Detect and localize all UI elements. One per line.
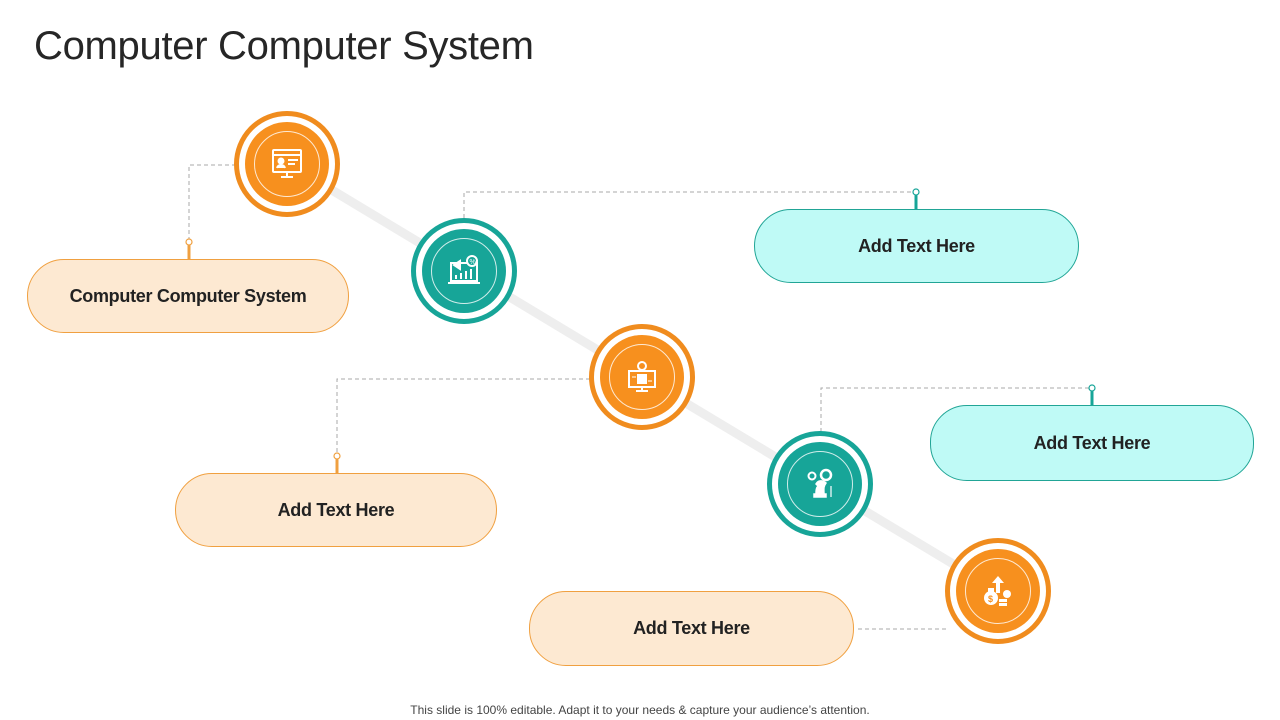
step-node-4 [767,431,873,537]
chess-strategy-icon [807,468,833,498]
svg-text:%: % [470,259,476,266]
text-box-2[interactable]: Add Text Here [754,209,1079,283]
text-box-2-label: Add Text Here [858,235,975,256]
text-box-5-label: Add Text Here [633,618,750,638]
connector-pin-1 [185,238,193,259]
footer-note: This slide is 100% editable. Adapt it to… [410,703,870,717]
text-box-4[interactable]: Add Text Here [930,405,1254,481]
page-title: Computer Computer System [34,24,534,68]
connector-4 [820,387,1092,432]
step-node-3 [589,324,695,430]
connector-pin-4 [1088,384,1096,406]
text-box-5[interactable]: Add Text Here [529,591,854,666]
connector-pin-3 [333,452,341,474]
connector-pin-2 [912,188,920,210]
text-box-1-label: Computer Computer System [69,285,307,306]
svg-text:$: $ [988,594,993,604]
step-node-2: % [411,218,517,324]
marketing-chart-icon: % [448,255,480,284]
text-box-4-label: Add Text Here [1033,432,1151,453]
connector-1 [188,164,236,242]
connector-2 [463,191,916,218]
connector-3 [336,378,590,456]
step-node-1 [234,111,340,217]
money-growth-icon: $ [984,576,1011,606]
step-node-5: $ [945,538,1051,644]
monitor-profile-icon [272,149,302,178]
text-box-1[interactable]: Computer Computer System [27,259,349,333]
text-box-3-label: Add Text Here [277,499,395,520]
computer-user-gear-icon [628,361,656,392]
text-box-3[interactable]: Add Text Here [175,473,497,547]
